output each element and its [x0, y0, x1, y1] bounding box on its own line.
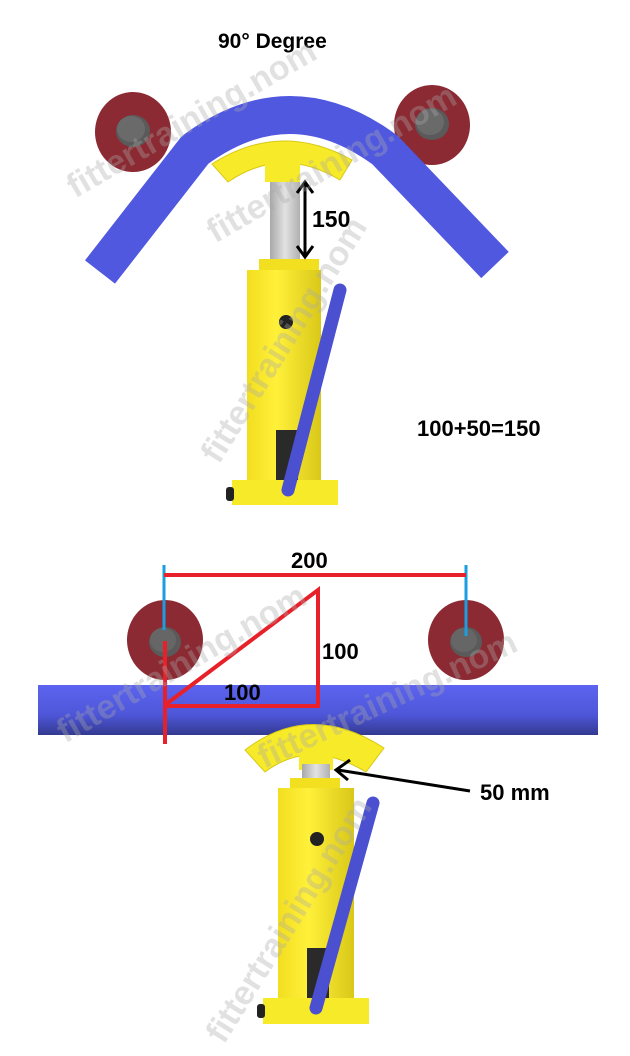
right-roller-bottom: [428, 600, 504, 680]
ram-travel-label: 150: [312, 206, 351, 232]
gap-pointer-arrow: [333, 758, 471, 793]
triangle-vertical-label: 100: [322, 639, 359, 664]
ram-bottom: [302, 764, 330, 782]
right-triangle-dimension: [163, 585, 320, 744]
left-roller-top: [95, 92, 171, 172]
pump-handle-top: [281, 283, 347, 497]
roller-spacing-dimension: [162, 565, 468, 636]
pump-handle-bottom: [309, 796, 380, 1015]
bottom-panel: [38, 565, 598, 1024]
triangle-horizontal-label: 100: [224, 680, 261, 705]
initial-gap-label: 50 mm: [480, 780, 550, 805]
bent-pipe: [85, 96, 509, 284]
ram-top: [270, 178, 300, 260]
diagram-title: 90° Degree: [218, 30, 327, 53]
top-panel: [85, 85, 509, 505]
roller-spacing-label: 200: [291, 548, 328, 573]
formula-label: 100+50=150: [417, 416, 541, 441]
right-roller-top: [394, 85, 470, 165]
ram-travel-arrow: [295, 179, 315, 260]
